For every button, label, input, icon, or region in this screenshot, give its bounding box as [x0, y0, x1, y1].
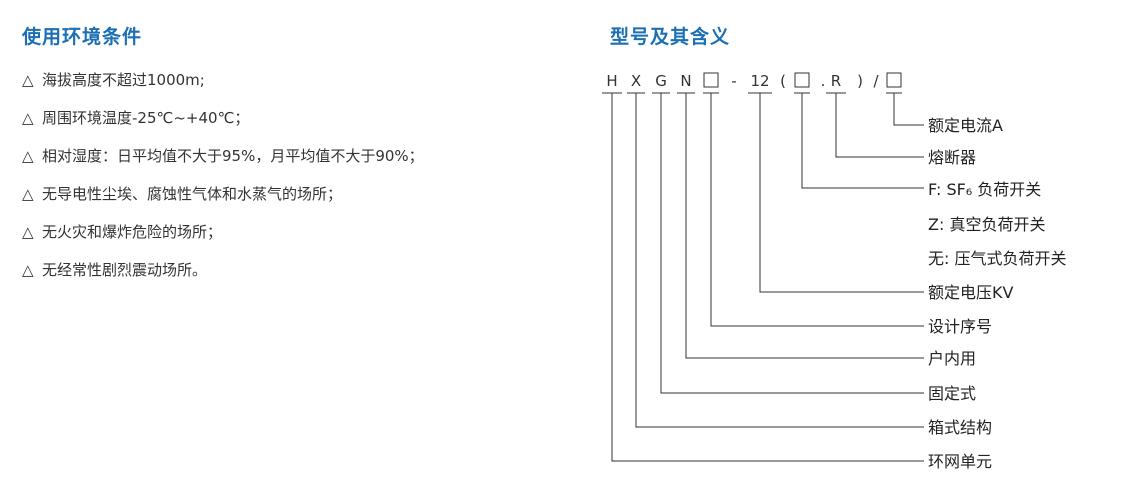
code-char-n: N	[680, 72, 691, 90]
connector-rated-current	[893, 93, 924, 126]
code-char-dash: -	[731, 72, 736, 90]
environment-item-text: 无经常性剧烈震动场所。	[42, 261, 208, 279]
environment-item-text: 无导电性尘埃、腐蚀性气体和水蒸气的场所；	[42, 185, 343, 203]
triangle-icon: △	[22, 185, 34, 203]
connector-fixed	[660, 93, 924, 394]
environment-item-text: 无火灾和爆炸危险的场所；	[42, 223, 223, 241]
triangle-icon: △	[22, 223, 34, 241]
triangle-icon: △	[22, 71, 34, 89]
code-char-voltage: 12	[750, 72, 769, 90]
code-box-switch	[794, 72, 810, 88]
label-indoor: 户内用	[928, 349, 976, 368]
environment-item: △ 无导电性尘埃、腐蚀性气体和水蒸气的场所；	[22, 180, 424, 218]
connector-indoor	[685, 93, 924, 359]
code-char-h: H	[606, 72, 617, 90]
environment-item-text: 周围环境温度-25℃~+40℃；	[42, 109, 250, 127]
environment-heading: 使用环境条件	[22, 26, 143, 48]
connector-ring	[611, 93, 924, 462]
code-box-design	[703, 72, 719, 88]
label-switch-none: 无: 压气式负荷开关	[928, 249, 1066, 268]
model-heading: 型号及其含义	[610, 26, 731, 48]
label-switch-z: Z: 真空负荷开关	[928, 215, 1045, 234]
code-char-paren-open: (	[780, 72, 786, 90]
label-switch-f: F: SF₆ 负荷开关	[928, 180, 1041, 199]
connector-box	[635, 93, 924, 428]
triangle-icon: △	[22, 261, 34, 279]
environment-item-text: 相对湿度：日平均值不大于95%，月平均值不大于90%；	[42, 147, 424, 165]
triangle-icon: △	[22, 147, 34, 165]
code-char-r: R	[831, 72, 841, 90]
connector-design-no	[710, 93, 924, 327]
label-fuse: 熔断器	[928, 148, 976, 167]
connector-switch	[801, 93, 924, 189]
label-rated-current: 额定电流A	[928, 116, 1003, 135]
triangle-icon: △	[22, 109, 34, 127]
code-char-g: G	[655, 72, 667, 90]
connector-rated-voltage	[759, 93, 924, 293]
environment-item: △ 周围环境温度-25℃~+40℃；	[22, 104, 424, 142]
environment-item: △ 相对湿度：日平均值不大于95%，月平均值不大于90%；	[22, 142, 424, 180]
environment-item: △ 无火灾和爆炸危险的场所；	[22, 218, 424, 256]
environment-item-text: 海拔高度不超过1000m;	[42, 71, 205, 89]
code-char-dot: .	[821, 72, 826, 90]
label-ring: 环网单元	[928, 452, 992, 471]
environment-item: △ 海拔高度不超过1000m;	[22, 66, 424, 104]
code-char-slash: /	[873, 72, 879, 90]
code-char-paren-close: )	[857, 72, 863, 90]
environment-list: △ 海拔高度不超过1000m; △ 周围环境温度-25℃~+40℃； △ 相对湿度：日…	[22, 66, 424, 294]
code-char-x: X	[631, 72, 641, 90]
connector-fuse	[835, 93, 924, 158]
label-design-no: 设计序号	[928, 317, 992, 336]
label-rated-voltage: 额定电压KV	[928, 283, 1013, 302]
environment-item: △ 无经常性剧烈震动场所。	[22, 256, 424, 294]
code-box-current	[886, 72, 902, 88]
label-box: 箱式结构	[928, 418, 992, 437]
label-fixed: 固定式	[928, 384, 976, 403]
